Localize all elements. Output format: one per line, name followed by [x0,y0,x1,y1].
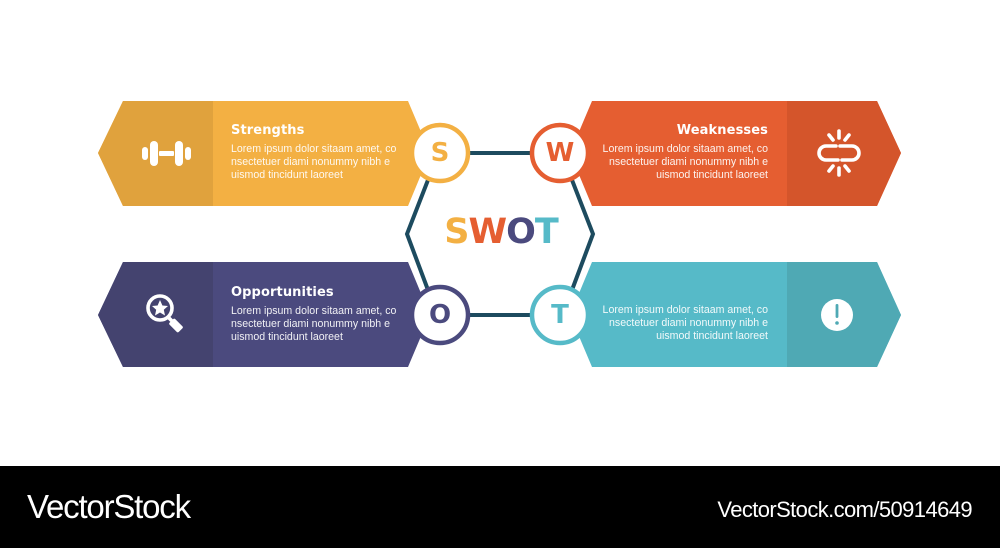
description-line: nsectetuer diami nonummy nibh e [609,156,768,168]
s-circle [409,122,471,184]
description-line: uismod tincidunt laoreet [656,169,768,181]
weaknesses-description: Lorem ipsum dolor sitaam amet, co nsecte… [598,143,768,182]
description-line: nsectetuer diami nonummy nibh e [231,156,390,168]
opportunities-description: Lorem ipsum dolor sitaam amet, co nsecte… [231,305,401,344]
watermark-footer: VectorStock VectorStock.com/50914649 [0,466,1000,548]
exclamation-icon [821,299,853,331]
swot-letter-w: W [468,212,507,252]
connector-hexagon [404,151,596,317]
strengths-letter: S [430,138,450,168]
description-line: Lorem ipsum dolor sitaam amet, co [231,143,397,155]
description-line: nsectetuer diami nonummy nibh e [231,318,390,330]
opportunities-title: Opportunities [231,285,334,300]
o-circle [409,284,471,346]
strengths-text: Strengths Lorem ipsum dolor sitaam amet,… [231,123,401,182]
broken-link-icon [817,129,861,177]
t-circle [529,284,591,346]
swot-letter-t: T [534,212,559,252]
swot-letter-o: O [506,212,536,252]
strengths-description: Lorem ipsum dolor sitaam amet, co nsecte… [231,143,401,182]
opportunities-letter: O [428,300,452,330]
dumbbell-icon [142,141,191,166]
footer-reference: VectorStock.com/50914649 [717,497,972,522]
description-line: Lorem ipsum dolor sitaam amet, co [602,304,768,316]
swot-letter-s: S [444,212,469,252]
threats-description: Lorem ipsum dolor sitaam amet, co nsecte… [598,304,768,343]
w-circle [529,122,591,184]
swot-diagram-graphics [98,101,901,367]
strengths-title: Strengths [231,123,305,138]
description-line: uismod tincidunt laoreet [231,169,343,181]
weaknesses-panel [570,101,901,206]
threats-text: Lorem ipsum dolor sitaam amet, co nsecte… [598,304,768,343]
swot-center-title: SWOT [440,212,562,252]
description-line: Lorem ipsum dolor sitaam amet, co [231,305,397,317]
weaknesses-title: Weaknesses [676,123,768,138]
threats-letter: T [551,300,569,330]
description-line: uismod tincidunt laoreet [231,331,343,343]
description-line: Lorem ipsum dolor sitaam amet, co [602,143,768,155]
description-line: uismod tincidunt laoreet [656,330,768,342]
magnifier-star-icon [146,294,183,333]
weaknesses-letter: W [545,138,575,168]
opportunities-text: Opportunities Lorem ipsum dolor sitaam a… [231,285,401,344]
weaknesses-text: Weaknesses Lorem ipsum dolor sitaam amet… [598,123,768,182]
swot-infographic: S W O T SWOT Strengths Lorem ipsum dolor… [98,101,901,367]
description-line: nsectetuer diami nonummy nibh e [609,317,768,329]
footer-brand: VectorStock [27,488,191,525]
